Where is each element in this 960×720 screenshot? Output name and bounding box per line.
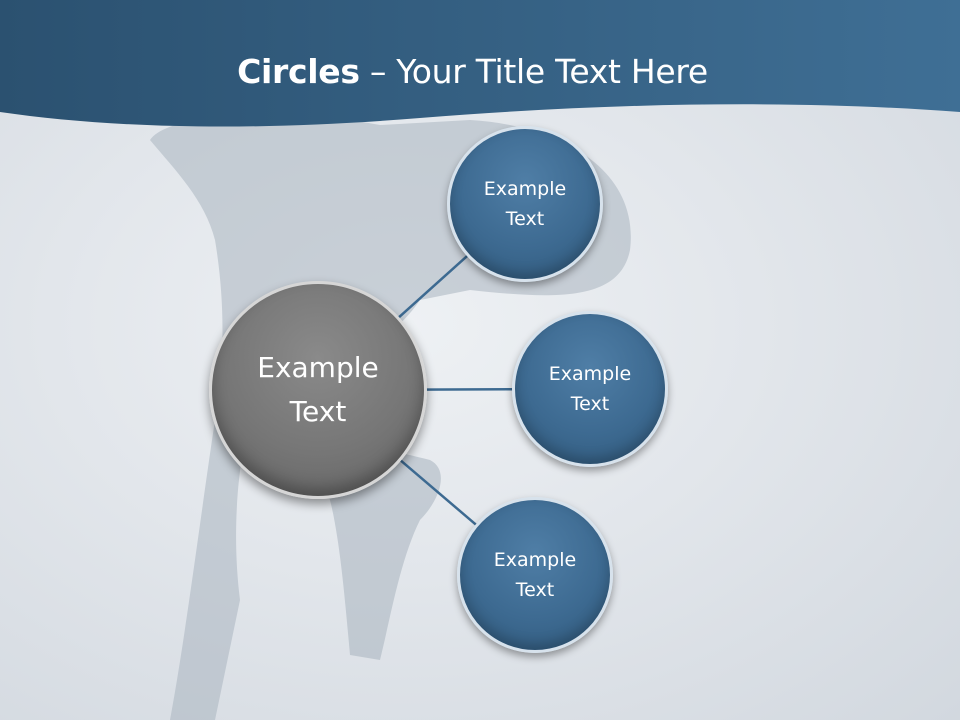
header-band <box>0 0 960 127</box>
node-circle-label: Example Text <box>548 363 632 415</box>
connector-line-0 <box>390 253 470 325</box>
slide-title: Circles – Your Title Text Here <box>0 52 945 91</box>
center-circle-label: Example Text <box>257 351 379 428</box>
node-circle-middle: Example Text <box>512 311 668 467</box>
node-circle-label: Example Text <box>483 178 567 230</box>
connector-lines <box>390 253 515 527</box>
node-circle-top: Example Text <box>447 126 603 282</box>
connector-line-2 <box>392 453 478 527</box>
node-circle-bottom: Example Text <box>457 497 613 653</box>
center-circle: Example Text <box>209 281 427 499</box>
title-bold: Circles <box>237 52 360 91</box>
title-rest: – Your Title Text Here <box>359 52 708 91</box>
node-circle-label: Example Text <box>493 549 577 601</box>
